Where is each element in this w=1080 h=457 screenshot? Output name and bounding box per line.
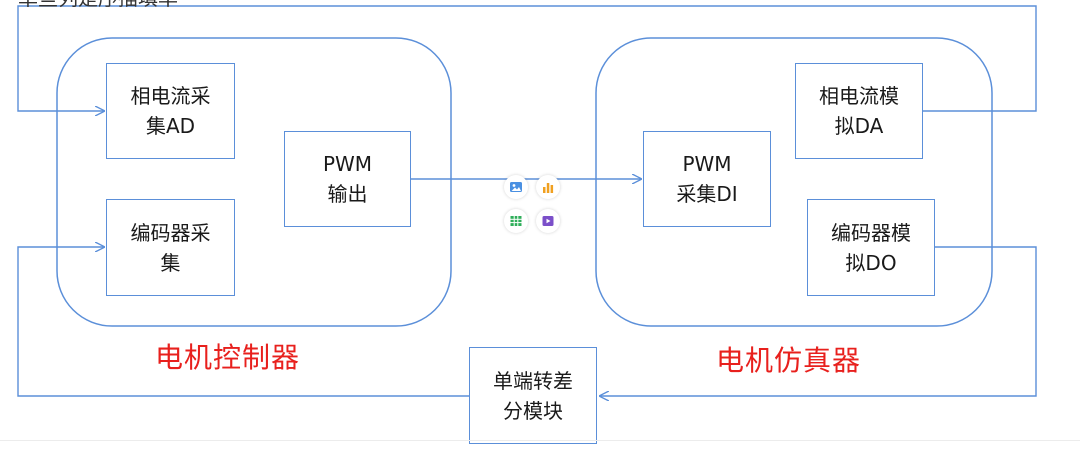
image-icon[interactable] <box>504 175 528 199</box>
video-icon[interactable] <box>536 209 560 233</box>
controller-group <box>56 37 452 327</box>
simulator-group <box>595 37 993 327</box>
phase-current-ad-box: 相电流采 集AD <box>106 63 235 159</box>
encoder-do-box: 编码器模 拟DO <box>807 199 935 296</box>
insert-toolbar <box>500 174 564 238</box>
encoder-do-to-converter-line <box>600 246 1037 396</box>
encoder-capture-box: 编码器采 集 <box>106 199 235 296</box>
controller-title: 电机控制器 <box>155 341 301 374</box>
table-icon[interactable] <box>504 209 528 233</box>
chart-icon[interactable] <box>536 175 560 199</box>
phase-current-da-box: 相电流模 拟DA <box>795 63 923 159</box>
converter-to-encoder-line <box>17 247 469 397</box>
bottom-divider <box>0 440 1080 441</box>
phase-current-feedback-line <box>17 5 1037 111</box>
simulator-title: 电机仿真器 <box>716 344 862 377</box>
pwm-output-box: PWM 输出 <box>284 131 411 227</box>
single-to-diff-converter-box: 单端转差 分模块 <box>469 347 597 444</box>
top-clipped-text: 单些列是序描填率 <box>18 0 178 10</box>
pwm-capture-di-box: PWM 采集DI <box>643 131 771 227</box>
